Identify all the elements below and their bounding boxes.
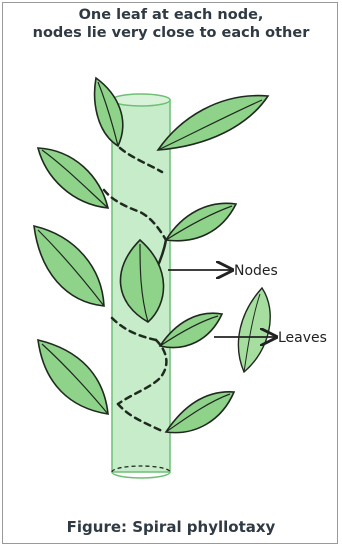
- leaves-label: Leaves: [278, 330, 327, 346]
- leaf: [95, 78, 123, 146]
- leaf: [38, 148, 108, 208]
- nodes-label: Nodes: [234, 263, 278, 279]
- leaf: [34, 226, 104, 306]
- leaf: [166, 392, 234, 433]
- leaf: [238, 288, 270, 372]
- leaf: [158, 96, 268, 150]
- leaf: [38, 340, 108, 414]
- leaf: [166, 203, 236, 240]
- figure-caption: Figure: Spiral phyllotaxy: [0, 518, 342, 536]
